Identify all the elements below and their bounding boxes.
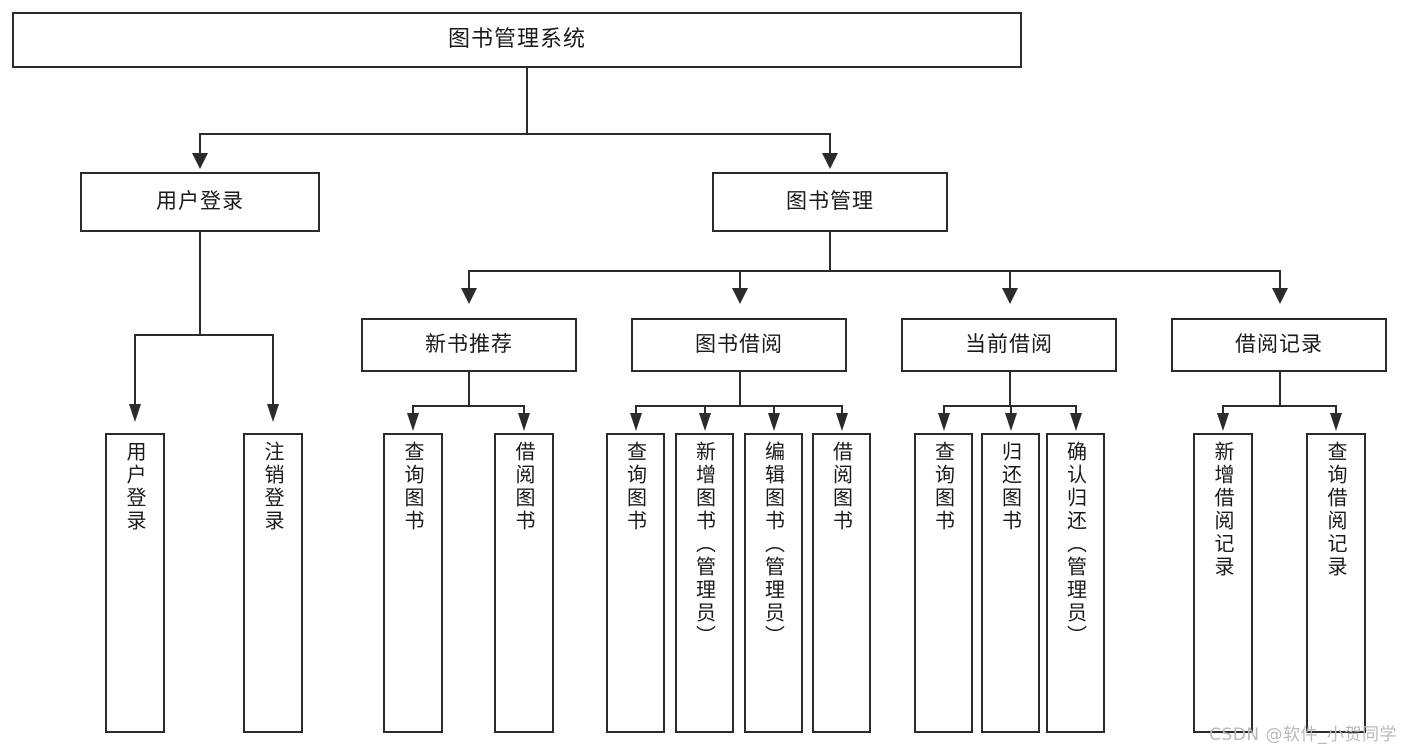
- node-leaf-query-book-3[interactable]: 查询图书: [914, 433, 973, 733]
- connector-user-login-drop-1: [134, 334, 136, 407]
- arrow-to-leaf-add-record: [1217, 413, 1229, 431]
- node-leaf-add-record-label: 新增借阅记录: [1211, 441, 1235, 579]
- arrow-to-book-borrow: [732, 288, 748, 304]
- connector-bb-drop-1: [635, 405, 637, 415]
- node-leaf-confirm-return-label: 确认归还（管理员）: [1063, 441, 1088, 648]
- node-book-borrow[interactable]: 图书借阅: [631, 318, 847, 372]
- arrow-to-leaf-query-book-2: [630, 413, 642, 431]
- connector-user-login-bus: [134, 334, 272, 336]
- node-root[interactable]: 图书管理系统: [12, 12, 1022, 68]
- connector-bm-drop-4: [1279, 270, 1281, 290]
- connector-root-to-book-manage: [829, 133, 831, 157]
- node-leaf-return-book[interactable]: 归还图书: [981, 433, 1040, 733]
- connector-br-stem: [1279, 372, 1281, 406]
- node-leaf-borrow-book-2[interactable]: 借阅图书: [812, 433, 871, 733]
- arrow-to-leaf-confirm-return: [1070, 413, 1082, 431]
- connector-bm-drop-3: [1009, 270, 1011, 290]
- node-leaf-borrow-book-1-label: 借阅图书: [512, 441, 536, 533]
- arrow-to-leaf-query-book-1: [407, 413, 419, 431]
- node-leaf-query-record[interactable]: 查询借阅记录: [1306, 433, 1366, 733]
- node-leaf-edit-book-label: 编辑图书（管理员）: [761, 441, 786, 648]
- arrow-root-to-user-login: [192, 153, 208, 169]
- node-book-manage-label: 图书管理: [786, 189, 874, 214]
- connector-nbr-stem: [468, 372, 470, 406]
- node-leaf-add-book[interactable]: 新增图书（管理员）: [675, 433, 734, 733]
- node-leaf-borrow-book-1[interactable]: 借阅图书: [494, 433, 554, 733]
- node-user-login-label: 用户登录: [156, 189, 244, 214]
- node-root-label: 图书管理系统: [447, 26, 586, 52]
- connector-br-bus: [1222, 405, 1337, 407]
- connector-br-drop-1: [1222, 405, 1224, 415]
- node-leaf-query-book-1-label: 查询图书: [401, 441, 425, 533]
- arrow-to-leaf-user-logout: [267, 404, 279, 422]
- node-leaf-edit-book[interactable]: 编辑图书（管理员）: [744, 433, 803, 733]
- connector-root-to-user-login: [199, 133, 201, 157]
- connector-user-login-stem: [199, 232, 201, 335]
- watermark-text: CSDN @软件_小贺同学: [1209, 725, 1397, 745]
- connector-nbr-bus: [412, 405, 525, 407]
- node-leaf-user-logout[interactable]: 注销登录: [243, 433, 303, 733]
- connector-br-drop-2: [1335, 405, 1337, 415]
- node-new-book-rec-label: 新书推荐: [425, 332, 513, 357]
- node-leaf-confirm-return[interactable]: 确认归还（管理员）: [1046, 433, 1105, 733]
- node-leaf-query-book-3-label: 查询图书: [931, 441, 956, 533]
- node-current-borrow[interactable]: 当前借阅: [901, 318, 1117, 372]
- connector-bb-bus: [635, 405, 843, 407]
- node-leaf-query-book-2[interactable]: 查询图书: [606, 433, 665, 733]
- connector-cb-drop-3: [1075, 405, 1077, 415]
- connector-nbr-drop-1: [412, 405, 414, 415]
- arrow-to-borrow-record: [1272, 288, 1288, 304]
- arrow-to-leaf-return-book: [1005, 413, 1017, 431]
- connector-bm-drop-2: [739, 270, 741, 290]
- connector-user-login-drop-2: [272, 334, 274, 407]
- connector-root-stem: [526, 68, 528, 134]
- node-leaf-user-login-label: 用户登录: [123, 441, 147, 533]
- arrow-to-leaf-query-record: [1330, 413, 1342, 431]
- connector-bb-stem: [739, 372, 741, 406]
- connector-bm-drop-1: [468, 270, 470, 290]
- arrow-to-leaf-query-book-3: [938, 413, 950, 431]
- connector-root-bus: [199, 133, 831, 135]
- node-leaf-return-book-label: 归还图书: [998, 441, 1023, 533]
- connector-cb-drop-2: [1010, 405, 1012, 415]
- node-leaf-add-record[interactable]: 新增借阅记录: [1193, 433, 1253, 733]
- node-new-book-rec[interactable]: 新书推荐: [361, 318, 577, 372]
- node-leaf-query-book-2-label: 查询图书: [623, 441, 648, 533]
- node-book-borrow-label: 图书借阅: [695, 332, 783, 357]
- connector-book-manage-bus: [468, 270, 1280, 272]
- node-leaf-add-book-label: 新增图书（管理员）: [692, 441, 717, 648]
- arrow-root-to-book-manage: [822, 153, 838, 169]
- arrow-to-leaf-add-book: [699, 413, 711, 431]
- node-borrow-record-label: 借阅记录: [1235, 332, 1323, 357]
- connector-bb-drop-3: [773, 405, 775, 415]
- connector-cb-stem: [1009, 372, 1011, 406]
- arrow-to-current-borrow: [1002, 288, 1018, 304]
- node-current-borrow-label: 当前借阅: [965, 332, 1053, 357]
- node-borrow-record[interactable]: 借阅记录: [1171, 318, 1387, 372]
- arrow-to-new-book-rec: [461, 288, 477, 304]
- arrow-to-leaf-borrow-book-2: [836, 413, 848, 431]
- node-leaf-query-record-label: 查询借阅记录: [1324, 441, 1348, 579]
- node-leaf-query-book-1[interactable]: 查询图书: [383, 433, 443, 733]
- node-leaf-user-login[interactable]: 用户登录: [105, 433, 165, 733]
- connector-nbr-drop-2: [523, 405, 525, 415]
- arrow-to-leaf-edit-book: [768, 413, 780, 431]
- node-book-manage[interactable]: 图书管理: [712, 172, 948, 232]
- node-leaf-user-logout-label: 注销登录: [261, 441, 285, 533]
- arrow-to-leaf-user-login: [129, 404, 141, 422]
- connector-cb-drop-1: [943, 405, 945, 415]
- connector-bb-drop-2: [704, 405, 706, 415]
- node-leaf-borrow-book-2-label: 借阅图书: [829, 441, 854, 533]
- node-user-login[interactable]: 用户登录: [80, 172, 320, 232]
- arrow-to-leaf-borrow-book-1: [518, 413, 530, 431]
- connector-bb-drop-4: [841, 405, 843, 415]
- connector-book-manage-stem: [829, 232, 831, 271]
